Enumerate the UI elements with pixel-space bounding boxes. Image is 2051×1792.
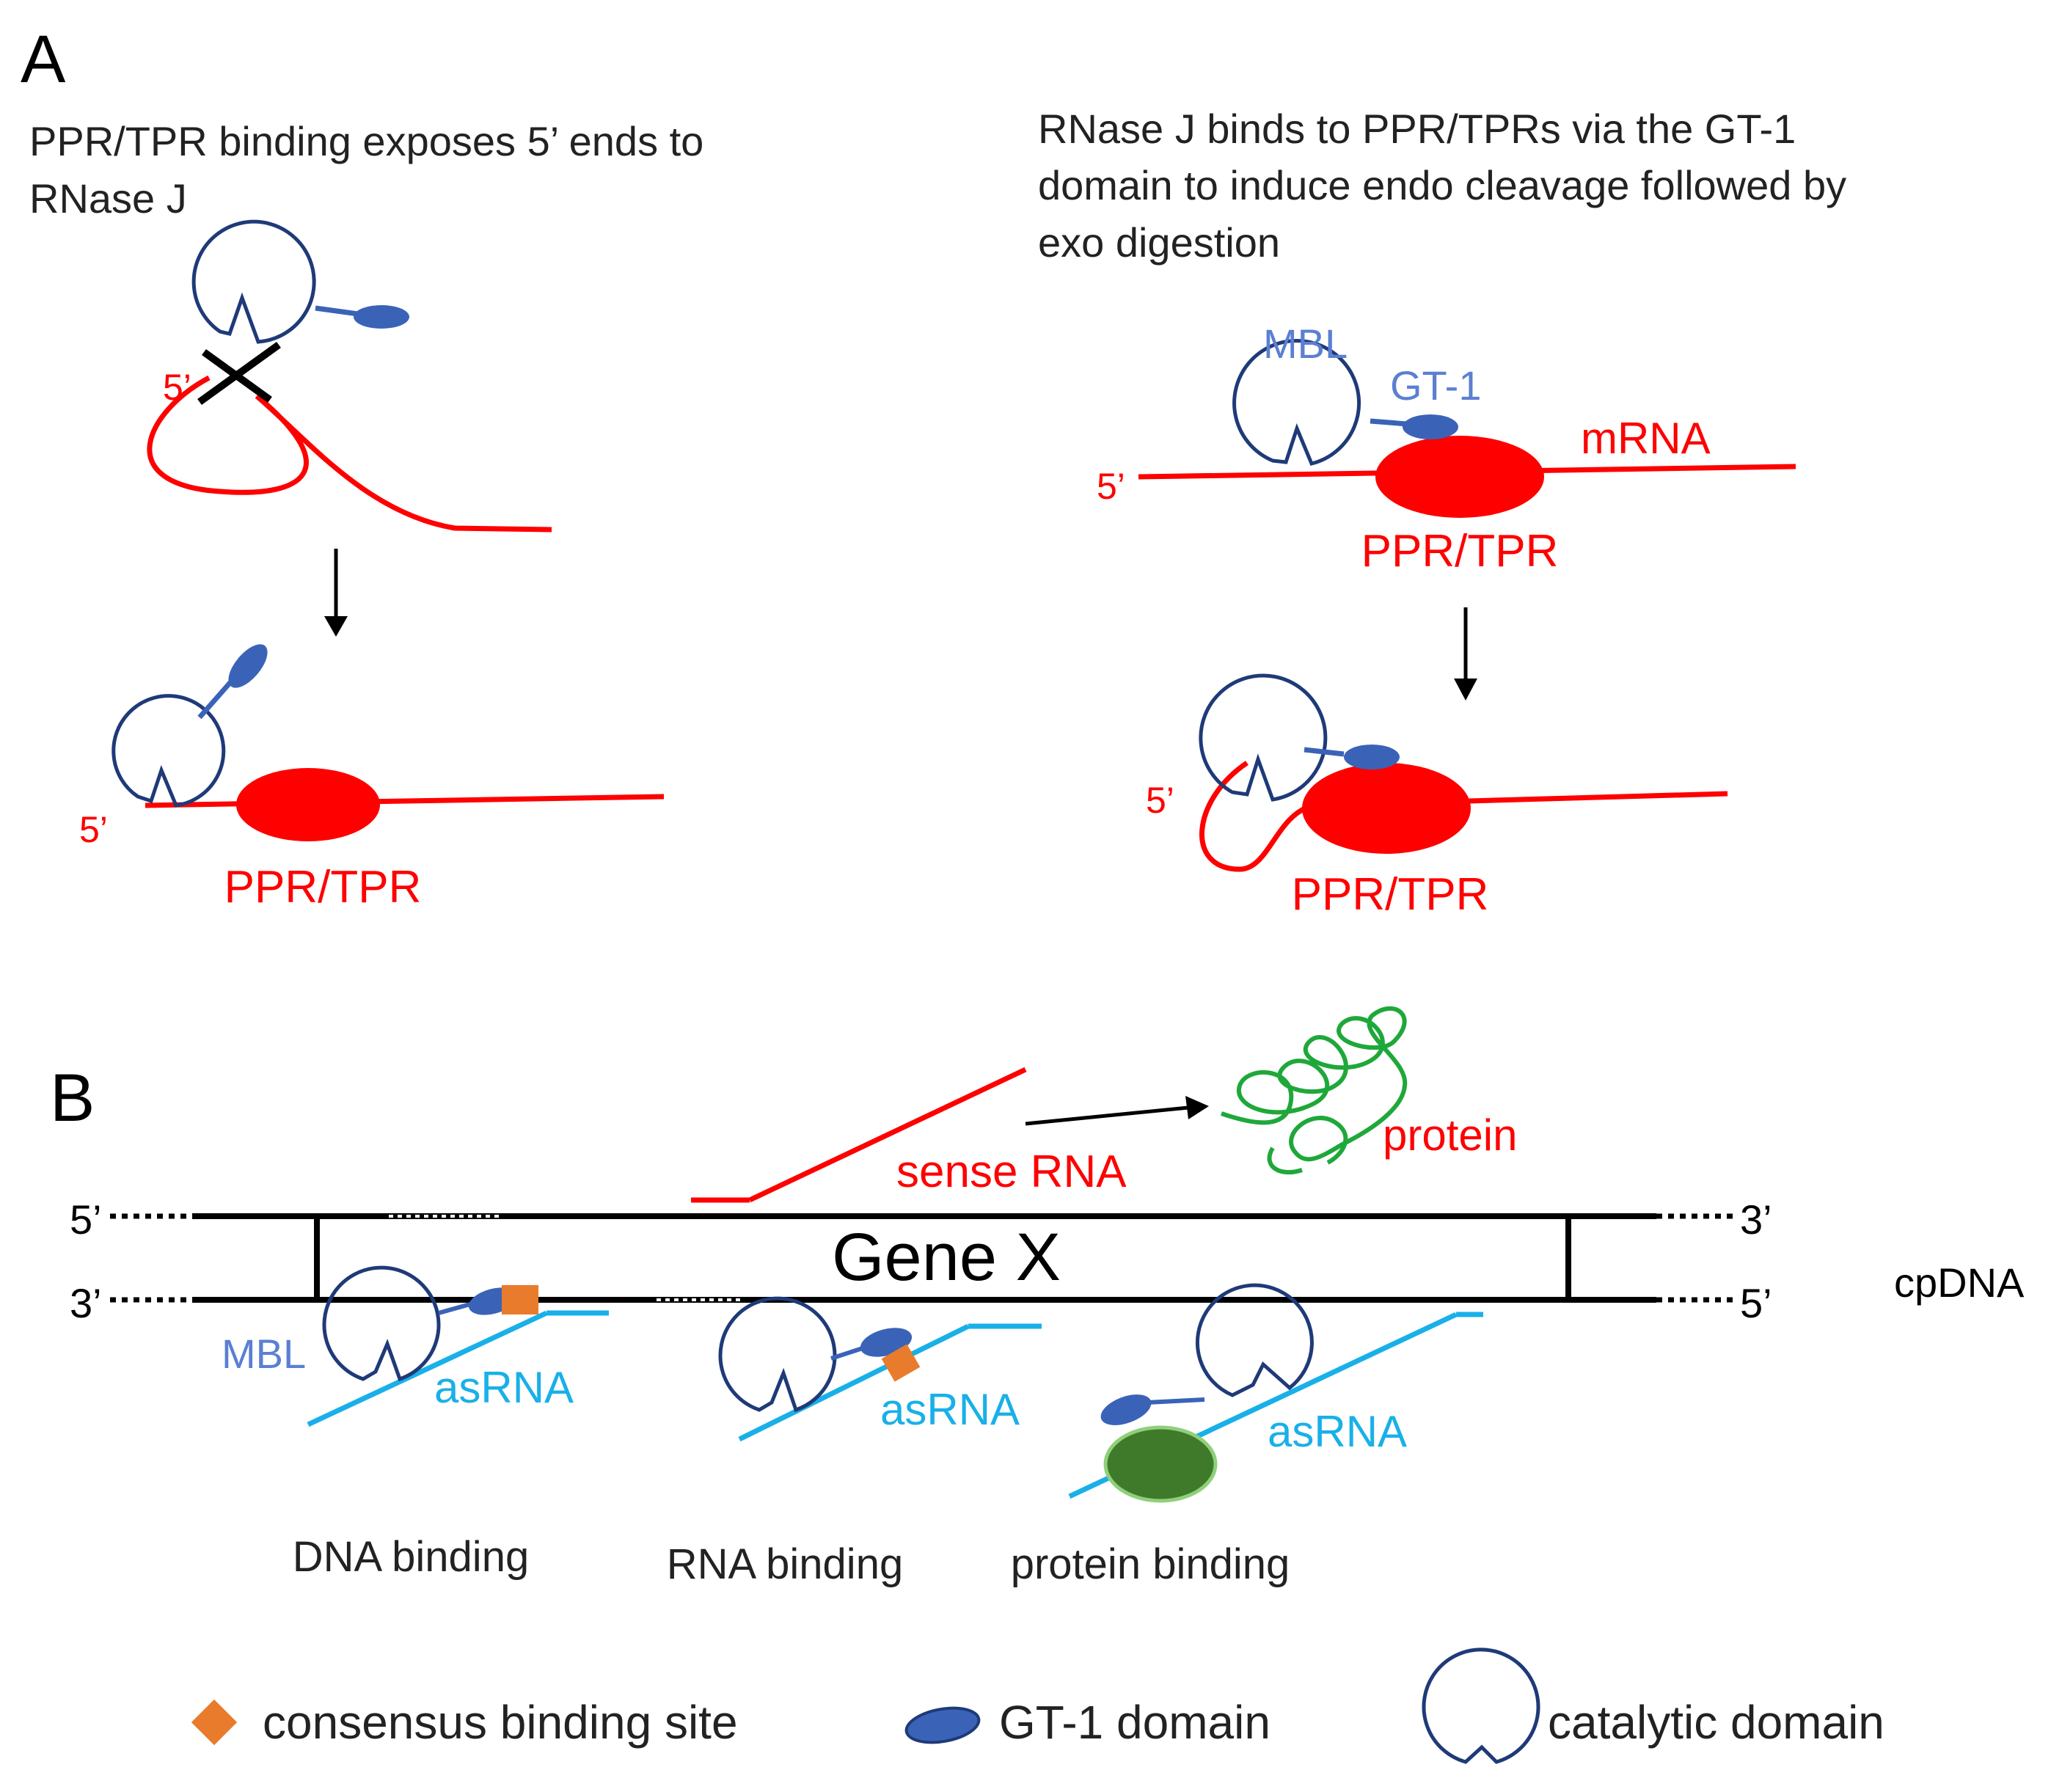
gt1-domain-icon (1403, 414, 1458, 439)
asrna-label: asRNA (880, 1385, 1020, 1434)
panel-a-left-caption-line2: RNase J (29, 175, 187, 222)
rnase-j-bound (1199, 673, 1400, 802)
legend: consensus binding site GT-1 domain catal… (191, 1647, 1884, 1764)
five-prime-label: 5’ (1146, 780, 1174, 821)
asrna-label: asRNA (1268, 1407, 1407, 1456)
structured-rna (147, 375, 552, 533)
catalytic-domain-icon (191, 219, 316, 344)
gt1-domain-icon (904, 1706, 981, 1744)
rnase-j-dna-binding (307, 1265, 609, 1427)
mbl-label: MBL (222, 1331, 306, 1377)
partner-protein-icon (1103, 1425, 1218, 1503)
linker (1147, 1397, 1205, 1405)
panel-b-label: B (50, 1061, 95, 1135)
dna-bottom-left-end: 3’ (70, 1280, 102, 1326)
mode-rna-binding-label: RNA binding (667, 1540, 903, 1588)
consensus-binding-site-icon (191, 1699, 238, 1746)
asrna-strand (738, 1323, 970, 1442)
catalytic-domain-icon (1232, 339, 1361, 466)
translation-arrow-head (1185, 1096, 1209, 1119)
ppr-tpr-protein (236, 768, 380, 841)
sense-rna-label: sense RNA (896, 1146, 1127, 1197)
linker (1304, 747, 1345, 757)
panel-a-left-caption-line1: PPR/TPR binding exposes 5’ ends to (29, 118, 703, 164)
arrow-head (324, 616, 348, 637)
five-prime-label: 5’ (163, 367, 191, 408)
panel-a-right-caption-line1: RNase J binds to PPR/TPRs via the GT-1 (1038, 106, 1796, 152)
block-x-stroke2 (197, 341, 281, 406)
gt1-domain-icon (354, 305, 409, 329)
linker (197, 679, 234, 720)
rnase-j-rna-binding (718, 1296, 1042, 1442)
ppr-tpr-protein (1302, 763, 1471, 854)
protein-label: protein (1383, 1111, 1517, 1160)
catalytic-domain-icon (1422, 1647, 1540, 1764)
mrna-strand-looped (1199, 761, 1728, 872)
dna-top-right-end: 3’ (1740, 1196, 1772, 1243)
ppr-tpr-protein (1375, 436, 1544, 518)
catalytic-domain-icon (718, 1296, 837, 1413)
mode-dna-binding-label: DNA binding (293, 1533, 529, 1581)
catalytic-domain-icon (322, 1265, 441, 1382)
asrna-strand (307, 1310, 548, 1427)
rnase-j-blocked (191, 219, 409, 344)
cpdna-label: cpDNA (1894, 1259, 2025, 1306)
mode-protein-binding-label: protein binding (1011, 1540, 1290, 1588)
gene-label: Gene X (832, 1220, 1061, 1295)
translation-arrow-shaft (1025, 1105, 1189, 1126)
mrna-strand (145, 794, 665, 808)
gt1-label: GT-1 (1390, 362, 1481, 409)
gt1-domain-icon (1100, 1394, 1152, 1425)
rnase-j-bound (111, 644, 268, 808)
sense-rna-strand (748, 1067, 1027, 1203)
five-prime-label: 5’ (79, 809, 108, 850)
ppr-tpr-label: PPR/TPR (1361, 526, 1559, 577)
linker (315, 305, 359, 317)
legend-catalytic-label: catalytic domain (1548, 1696, 1884, 1749)
panel-a-right-caption-line3: exo digestion (1038, 219, 1280, 266)
consensus-binding-site-icon (881, 1344, 921, 1382)
mrna-label: mRNA (1581, 414, 1711, 463)
legend-gt1-label: GT-1 domain (999, 1696, 1271, 1749)
legend-consensus-label: consensus binding site (263, 1696, 738, 1749)
dna-top-left-end: 5’ (70, 1196, 102, 1243)
protein-coil (1221, 1006, 1408, 1175)
dna-bottom-right-end: 5’ (1740, 1280, 1772, 1326)
catalytic-domain-icon (1199, 673, 1328, 802)
catalytic-domain-icon (1196, 1283, 1314, 1397)
mbl-label: MBL (1263, 321, 1348, 367)
ppr-tpr-label: PPR/TPR (1292, 869, 1489, 920)
panel-a-label: A (21, 22, 66, 97)
linker (1370, 418, 1408, 427)
five-prime-label: 5’ (1097, 466, 1125, 507)
catalytic-domain-icon (111, 694, 226, 808)
ppr-tpr-label: PPR/TPR (224, 862, 422, 913)
rnase-j-bound (1232, 339, 1458, 466)
panel-a-right-caption-line2: domain to induce endo cleavage followed … (1038, 162, 1846, 208)
rnase-j-protein-binding (1068, 1283, 1483, 1503)
gt1-domain-icon (228, 644, 268, 688)
arrow-head (1454, 679, 1477, 701)
asrna-label: asRNA (434, 1363, 574, 1412)
gt1-domain-icon (1344, 745, 1400, 769)
consensus-binding-site-icon (502, 1285, 538, 1314)
